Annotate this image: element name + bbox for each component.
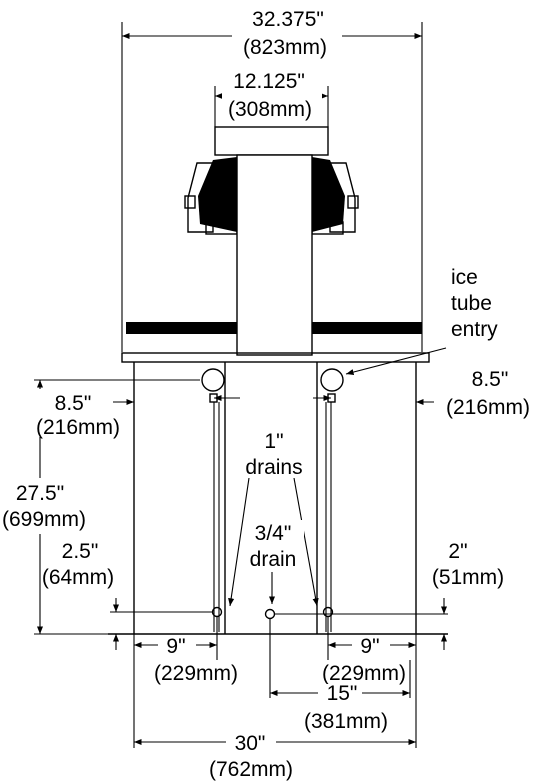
left-nozzle-housing bbox=[187, 162, 214, 233]
right-drain-height-in: 2" bbox=[448, 540, 467, 563]
right-drain-offset-in: 9" bbox=[360, 635, 379, 658]
height-in: 27.5" bbox=[16, 482, 64, 505]
counter bbox=[121, 322, 430, 363]
head-width-in: 12.125" bbox=[233, 70, 305, 93]
left-drain-offset-mm: (229mm) bbox=[154, 662, 238, 685]
ice-tube-label-2: tube bbox=[451, 292, 492, 315]
right-side-in: 8.5" bbox=[472, 368, 509, 391]
drains-label: drains bbox=[245, 456, 302, 479]
left-nozzle-shadow bbox=[198, 157, 237, 232]
dimension-labels: 32.375" (823mm) 12.125" (308mm) ice tube… bbox=[2, 4, 530, 781]
drains-size-label: 1" bbox=[264, 430, 283, 453]
ice-tube-label-1: ice bbox=[451, 266, 478, 289]
head-top-block bbox=[214, 126, 329, 156]
center-drain-label: drain bbox=[250, 548, 297, 571]
center-drain-offset-in: 15" bbox=[327, 682, 358, 705]
center-drain-outlet bbox=[264, 608, 276, 620]
counter-right-band bbox=[312, 322, 422, 334]
left-nozzle-tab bbox=[184, 195, 196, 209]
right-side-mm: (216mm) bbox=[446, 396, 530, 419]
right-ice-tube-circle bbox=[320, 368, 344, 392]
left-drain-outlet bbox=[211, 606, 223, 618]
left-side-mm: (216mm) bbox=[36, 416, 120, 439]
right-drain-outlet bbox=[322, 606, 334, 618]
left-drain-offset-in: 9" bbox=[166, 635, 185, 658]
dispenser-head bbox=[184, 126, 359, 356]
right-drain-height-mm: (51mm) bbox=[432, 566, 504, 589]
center-column bbox=[236, 154, 313, 356]
height-mm: (699mm) bbox=[2, 508, 86, 531]
center-drain-offset-mm: (381mm) bbox=[304, 710, 388, 733]
center-drain-size-label: 3/4" bbox=[255, 522, 292, 545]
overall-width-mm: (823mm) bbox=[243, 36, 327, 59]
left-side-in: 8.5" bbox=[55, 392, 92, 415]
left-drain-height-in: 2.5" bbox=[62, 540, 99, 563]
counter-left-band bbox=[126, 322, 237, 334]
counter-top-plate bbox=[121, 352, 430, 363]
base-cabinet bbox=[108, 362, 448, 635]
right-drain-offset-mm: (229mm) bbox=[322, 662, 406, 685]
left-ice-tube-circle bbox=[201, 368, 225, 392]
left-drain-height-mm: (64mm) bbox=[42, 566, 114, 589]
right-nozzle-tab bbox=[347, 195, 359, 209]
base-width-mm: (762mm) bbox=[209, 758, 293, 781]
head-width-mm: (308mm) bbox=[228, 98, 312, 121]
base-width-in: 30" bbox=[235, 732, 266, 755]
right-nozzle-shadow bbox=[312, 157, 345, 232]
overall-width-in: 32.375" bbox=[252, 8, 324, 31]
ice-tube-label-3: entry bbox=[451, 318, 498, 341]
